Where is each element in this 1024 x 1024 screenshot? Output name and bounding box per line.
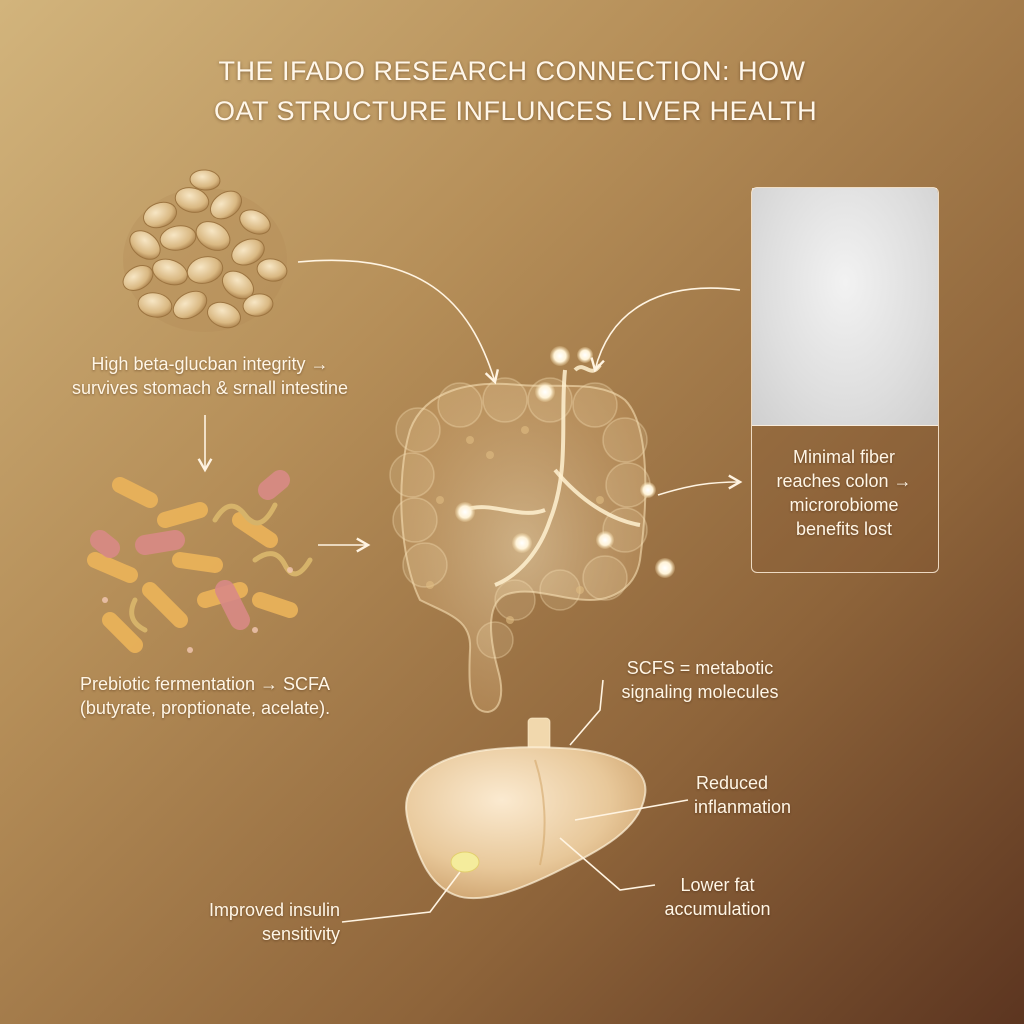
processed-line-1: Minimal fiber [792,447,896,467]
title-line-2: OAT STRUCTURE INFLUNCES LIVER HEALTH [214,96,818,126]
insulin-sensitivity-label: Improved insulin sensitivity [180,898,340,946]
bacteria-caption: Prebiotic fermentation → SCFA (butyrate,… [35,672,375,720]
leader-lower-fat [559,837,656,891]
arrow-oats-to-colon [297,259,500,385]
connector-arrows [197,259,743,923]
insulin-line-1: Improved insulin [208,900,340,920]
processed-line-3: microrobiome [789,495,899,515]
arrow-colon-to-card [657,474,743,496]
lower-fat-label: Lower fat accumulation [655,873,780,921]
bacteria-line-2: (butyrate, proptionate, acelate). [79,698,331,718]
processed-oat-photo-frame [752,188,938,426]
processed-line-2: reaches colon → [776,471,912,491]
oat-line-2: survives stomach & srnall intestine [71,378,349,398]
oat-caption: High beta-glucban integrity → survives s… [40,352,380,400]
oat-flakes-image [122,169,288,332]
processed-oat-card [751,187,939,573]
leader-insulin [341,871,461,923]
title-line-1: THE IFADO RESEARCH CONNECTION: HOW [218,56,806,86]
lower-line-1: Lower fat [680,875,755,895]
processed-line-4: benefits lost [795,519,893,539]
leader-reduced [574,799,689,821]
liver-illustration [405,717,647,900]
leader-scfs [569,679,604,746]
colon-illustration [389,346,675,714]
reduced-line-2: inflanmation [694,797,792,817]
reduced-inflammation-label: Reduced inflanmation [694,771,791,819]
oat-line-1: High beta-glucban integrity → [91,354,329,374]
reduced-line-1: Reduced [696,773,769,793]
lower-line-2: accumulation [664,899,771,919]
gut-bacteria-image [87,470,313,653]
processed-oat-caption: Minimal fiber reaches colon → microrobio… [752,445,936,541]
scfs-caption: SCFS = metabotic signaling molecules [600,656,800,704]
arrow-photo-to-colon [590,287,741,373]
insulin-line-2: sensitivity [261,924,340,944]
scfs-line-1: SCFS = metabotic [626,658,774,678]
bacteria-line-1: Prebiotic fermentation → SCFA [79,674,331,694]
scfs-line-2: signaling molecules [621,682,779,702]
